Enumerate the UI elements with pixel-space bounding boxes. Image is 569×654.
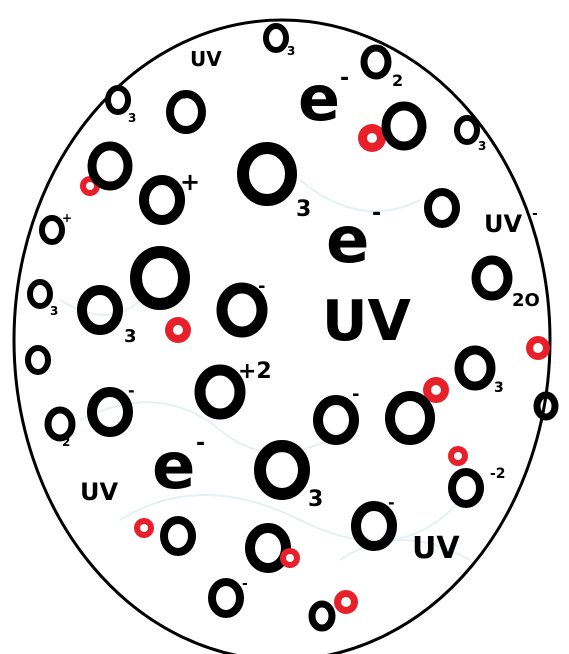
svg-text:2: 2 — [392, 71, 403, 90]
svg-text:3: 3 — [287, 44, 295, 58]
o-minus-center: - — [222, 276, 265, 332]
o-minus-2o-right: - 2O — [476, 251, 540, 311]
svg-text:+: + — [180, 168, 200, 196]
red-atom-7 — [134, 518, 154, 538]
svg-text:-: - — [34, 341, 39, 355]
svg-text:-: - — [352, 384, 359, 405]
o3-molecule-top: 3 — [266, 26, 295, 58]
svg-text:-: - — [340, 66, 349, 91]
svg-text:2O: 2O — [512, 290, 540, 311]
o-minus-bottom-center-right: - — [356, 493, 395, 546]
svg-text:-2: -2 — [490, 466, 506, 482]
o-atom-far-right — [537, 395, 555, 417]
electron-top: e - — [298, 62, 349, 135]
svg-text:-: - — [114, 81, 119, 95]
red-atom-6 — [448, 446, 468, 466]
red-atom-3 — [165, 317, 191, 343]
o-plus-far-left: + — [42, 211, 72, 242]
svg-text:3: 3 — [124, 326, 137, 347]
o2-minus-top: - 2 — [364, 42, 403, 90]
o-minus-right-mid: - — [428, 186, 456, 224]
svg-text:e: e — [326, 204, 369, 278]
o-atom-bottom-left — [164, 520, 192, 552]
svg-text:-: - — [440, 186, 446, 202]
electron-lower: e - — [152, 430, 205, 504]
o3-far-left: 3 — [30, 282, 58, 318]
svg-text:-: - — [388, 493, 395, 512]
svg-text:-: - — [196, 431, 205, 456]
uv-label-left-lower: UV — [80, 478, 118, 506]
o-atom-with-red-bottom — [250, 528, 300, 568]
svg-text:-: - — [128, 381, 135, 400]
red-atom-4 — [526, 336, 550, 360]
o3-molecule-right-top: 3 — [457, 118, 486, 153]
uv-label-top: UV — [190, 47, 222, 71]
o3-molecule-center-top: 3 — [243, 148, 311, 222]
o-minus-left-top: - 3 — [108, 81, 136, 125]
electron-center: e - — [326, 201, 381, 278]
o-minus2-ion: -2 — [452, 466, 506, 504]
svg-text:3: 3 — [128, 111, 136, 125]
o-plus2-ion: +2 — [200, 359, 272, 414]
svg-text:+2: +2 — [238, 359, 272, 384]
svg-text:3: 3 — [50, 304, 58, 318]
svg-text:e: e — [152, 430, 195, 504]
svg-text:-: - — [242, 576, 248, 592]
svg-text:3: 3 — [296, 197, 311, 222]
svg-text:-: - — [180, 87, 187, 106]
svg-text:UV: UV — [484, 210, 522, 238]
o-plus-ion: + — [144, 168, 200, 220]
o-minus-left-top-2: - — [170, 87, 202, 130]
svg-text:3: 3 — [308, 487, 323, 512]
svg-text:-: - — [258, 276, 265, 297]
svg-text:-: - — [488, 251, 495, 270]
uv-label-center: UV — [322, 289, 411, 354]
svg-text:-: - — [373, 42, 379, 58]
uv-label-bottom: UV — [412, 531, 460, 566]
o-minus-bottom-left: - — [212, 576, 248, 614]
svg-text:e: e — [298, 62, 340, 135]
svg-text:3: 3 — [494, 380, 504, 396]
svg-text:+: + — [62, 211, 72, 225]
o-atom-with-red-very-bottom — [312, 590, 358, 628]
o2-minus-left: 2 - — [48, 381, 135, 449]
svg-text:3: 3 — [478, 139, 486, 153]
o-atom-top-right — [386, 106, 422, 146]
svg-text:-: - — [372, 201, 381, 226]
o-minus-far-left-2: - — [28, 341, 48, 372]
o3-molecule-lower-center: 3 — [260, 446, 323, 512]
svg-text:2: 2 — [62, 435, 70, 449]
svg-text:-: - — [532, 206, 538, 222]
o3-molecule-right: 3 — [459, 350, 504, 396]
o-atom-left — [92, 146, 128, 186]
o-minus-pair-right: - — [318, 384, 430, 440]
